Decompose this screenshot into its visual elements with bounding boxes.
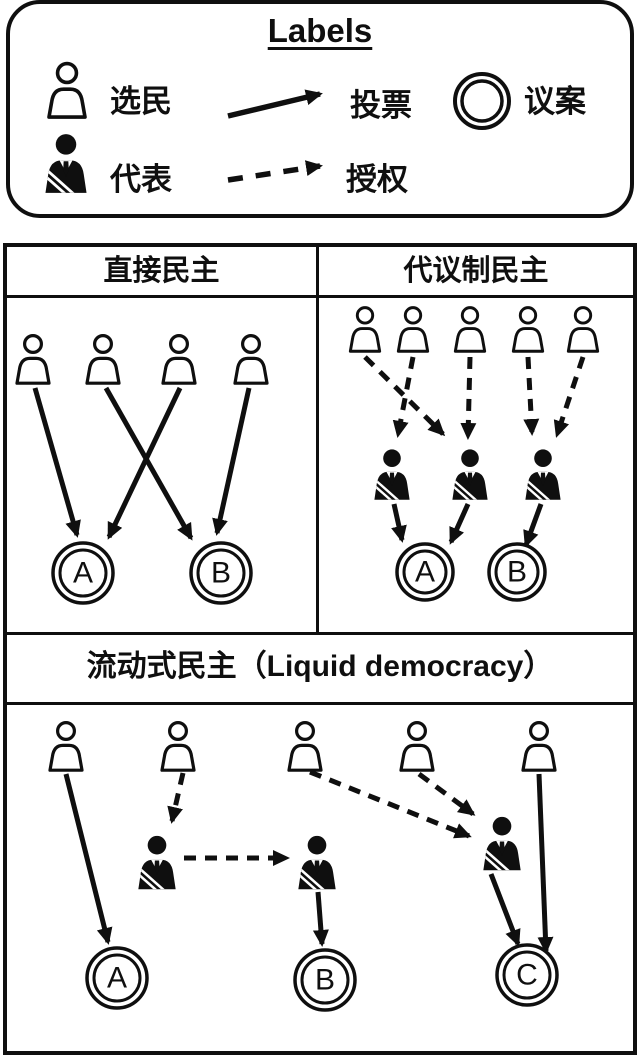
delegate-arrow: [460, 356, 477, 440]
representative-icon: [38, 132, 94, 196]
voter-icon: [40, 60, 94, 122]
delegate-arrow: [553, 356, 586, 438]
proposal-letter: A: [107, 962, 127, 995]
voter-icon: [85, 333, 121, 385]
voter-icon: [511, 306, 545, 353]
delegate-arrow: [523, 356, 540, 436]
proposal-node: C: [495, 943, 559, 1007]
voter-icon: [15, 333, 51, 385]
legend-box: Labels 选民 代表 投票 授权 议案: [6, 0, 634, 218]
vote-arrow: [391, 503, 407, 543]
representative-icon: [447, 449, 488, 503]
voter-label: 选民: [110, 84, 172, 119]
proposal-letter: A: [415, 556, 435, 589]
representative-icon: [369, 449, 410, 503]
vote-arrow: [488, 873, 521, 947]
proposal-node: A: [51, 541, 115, 605]
liquid-democracy-diagram: A B C: [48, 720, 559, 1012]
voter-icon: [348, 306, 382, 353]
proposal-label: 议案: [524, 84, 586, 119]
proposal-letter: C: [516, 959, 538, 992]
vote-label: 投票: [350, 88, 412, 123]
delegate-label: 授权: [346, 162, 408, 197]
proposal-node: A: [85, 946, 149, 1010]
proposal-letter: B: [211, 557, 231, 590]
vote-arrow: [63, 773, 113, 945]
vote-arrow: [106, 386, 183, 540]
representative-democracy-title: 代议制民主: [403, 255, 549, 287]
voter-icon: [233, 333, 269, 385]
vote-arrow: [448, 502, 471, 545]
proposal-node: B: [487, 542, 547, 602]
liquid-band-bottom-line: [7, 702, 633, 705]
proposal-icon: [453, 72, 511, 130]
voter-icon: [453, 306, 487, 353]
vote-arrow: [212, 387, 252, 536]
representative-icon: [477, 817, 520, 874]
delegate-arrow: [417, 771, 476, 817]
liquid-democracy-title: 流动式民主（Liquid democracy）: [86, 650, 554, 683]
representative-icon: [132, 836, 175, 893]
voter-icon: [399, 720, 435, 772]
vote-arrow: [536, 773, 554, 954]
voter-icon: [287, 720, 323, 772]
delegate-arrow: [392, 356, 416, 438]
liquid-band-top-line: [7, 632, 633, 635]
proposal-node: B: [293, 948, 357, 1012]
voter-icon: [160, 720, 196, 772]
voter-icon: [48, 720, 84, 772]
vote-arrow-icon: [227, 89, 323, 119]
proposal-letter: A: [73, 557, 93, 590]
vote-arrow: [32, 387, 81, 538]
vote-arrow: [103, 386, 194, 541]
delegate-arrow: [309, 769, 472, 839]
legend-title: Labels: [267, 12, 373, 49]
vertical-divider: [316, 247, 319, 632]
voter-icon: [396, 306, 430, 353]
representative-label: 代表: [110, 162, 172, 197]
proposal-node: A: [395, 542, 455, 602]
voter-icon: [521, 720, 557, 772]
delegate-arrow: [167, 772, 186, 824]
delegate-arrow-icon: [227, 160, 323, 183]
delegate-arrow: [363, 355, 446, 437]
voter-icon: [161, 333, 197, 385]
proposal-letter: B: [315, 964, 335, 997]
vote-arrow: [523, 503, 544, 548]
direct-democracy-title: 直接民主: [103, 255, 220, 287]
representative-icon: [520, 449, 561, 503]
representative-icon: [292, 836, 335, 893]
proposal-letter: B: [507, 556, 527, 589]
vote-arrow: [312, 891, 329, 947]
header-separator-line: [7, 295, 633, 298]
voter-icon: [566, 306, 600, 353]
proposal-node: B: [189, 541, 253, 605]
